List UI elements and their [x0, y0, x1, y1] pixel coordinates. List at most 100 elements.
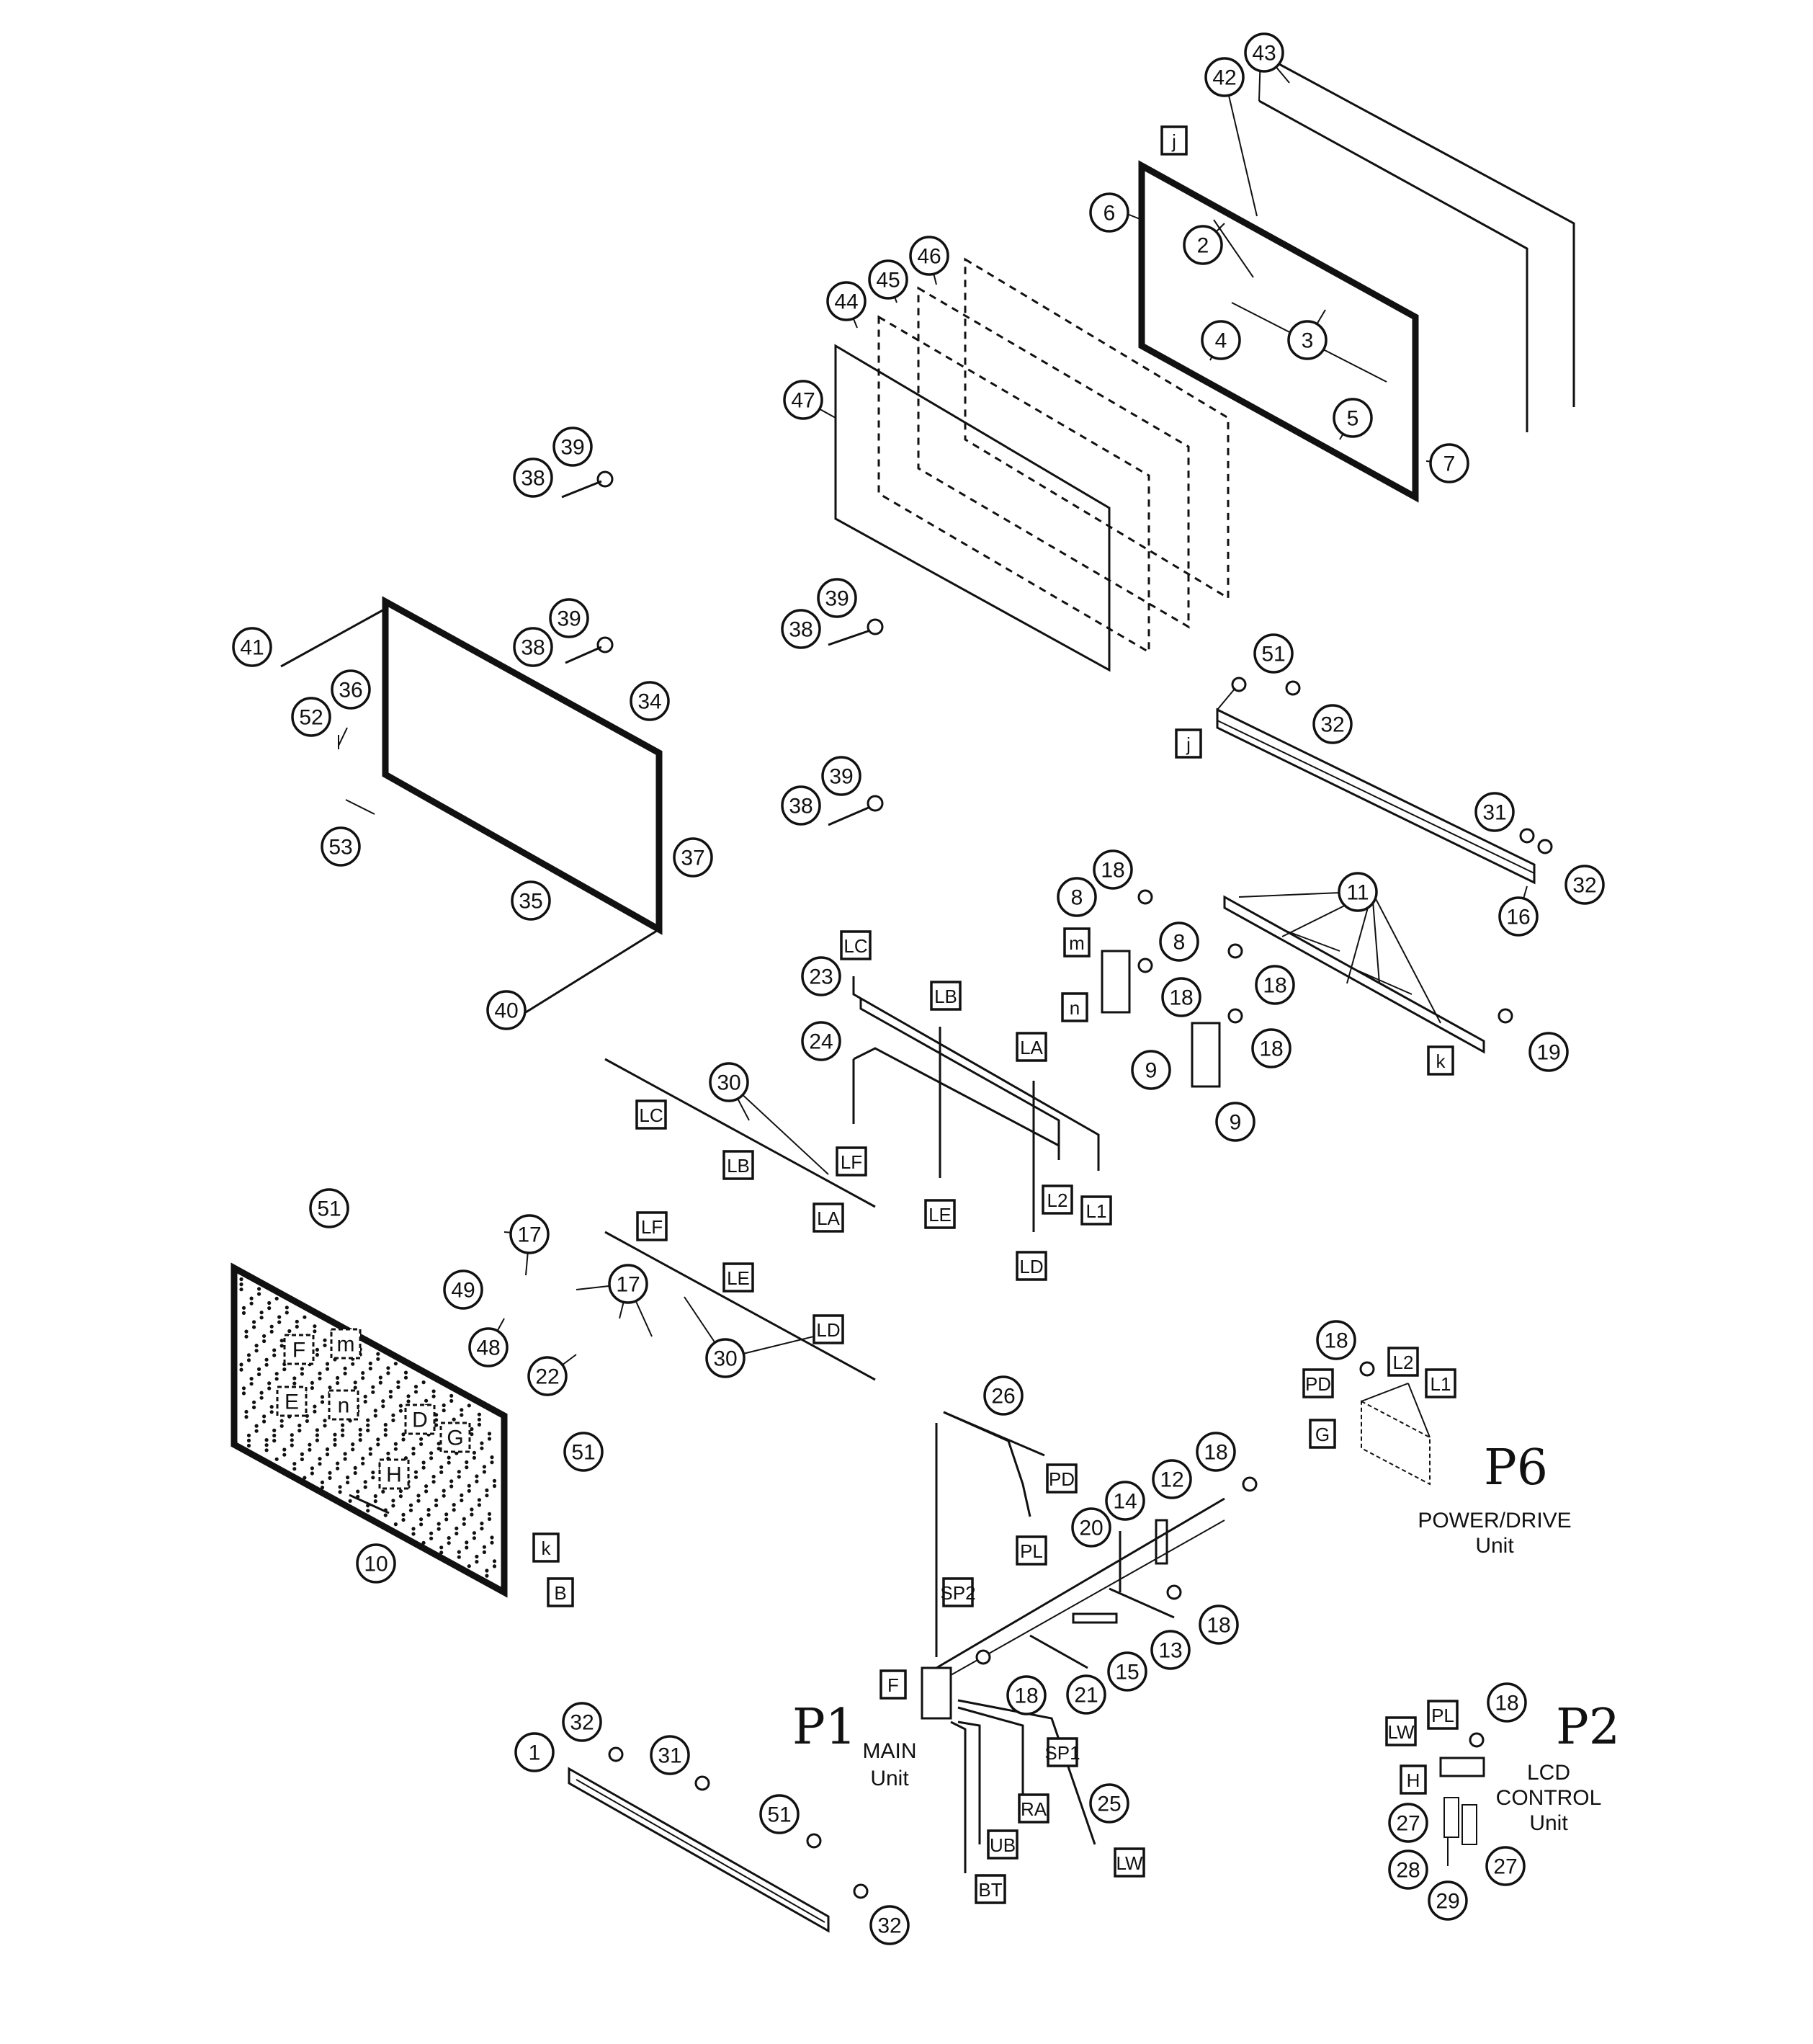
chassis-dot [376, 1442, 380, 1447]
connector-tag-LA: LA [1016, 1032, 1047, 1062]
connector-tag-PD: PD [1046, 1463, 1078, 1494]
chassis-dot [447, 1541, 451, 1545]
chassis-dot [408, 1508, 413, 1512]
part-callout-9: 9 [1131, 1050, 1171, 1090]
board-location-text: F [292, 1339, 305, 1362]
unit-p1-line1: MAIN [863, 1739, 917, 1763]
chassis-dot [353, 1380, 357, 1385]
part-callout-13: 13 [1150, 1630, 1191, 1670]
connector-tag-L1: L1 [1080, 1195, 1112, 1226]
chassis-dot [366, 1428, 370, 1432]
chassis-dot [393, 1442, 398, 1446]
chassis-dot [254, 1429, 259, 1433]
chassis-dot [376, 1437, 380, 1442]
chassis-dot [328, 1385, 332, 1390]
connector-tag-text: k [542, 1538, 552, 1559]
chassis-dot [346, 1476, 350, 1480]
part-callout-18: 18 [1251, 1028, 1292, 1068]
chassis-dot [318, 1376, 322, 1380]
chassis-dot [305, 1414, 309, 1418]
chassis-dot [492, 1559, 497, 1563]
connector-tag-LF: LF [636, 1211, 668, 1241]
connector-tag-PL: PL [1427, 1700, 1459, 1730]
part-callout-number: 7 [1443, 452, 1456, 476]
chassis-dot [353, 1470, 357, 1476]
part-callout-number: 46 [917, 245, 941, 269]
part-callout-18: 18 [1006, 1675, 1047, 1715]
chassis-dot [267, 1306, 272, 1311]
chassis-dot [452, 1503, 456, 1507]
chassis-dot [416, 1499, 421, 1503]
chassis-dot [386, 1371, 390, 1375]
chassis-dot [396, 1380, 400, 1384]
chassis-dot [419, 1442, 424, 1446]
chassis-dot [303, 1476, 307, 1480]
chassis-dot [264, 1443, 269, 1447]
chassis-dot [475, 1479, 479, 1483]
part-callout-16: 16 [1498, 896, 1539, 937]
chassis-dot [477, 1412, 482, 1416]
chassis-dot [398, 1403, 403, 1408]
chassis-dot [413, 1470, 418, 1474]
part-callout-38: 38 [781, 785, 821, 826]
chassis-dot [361, 1376, 365, 1380]
part-callout-24: 24 [801, 1021, 841, 1061]
chassis-dot [401, 1432, 406, 1437]
part-callout-32: 32 [1312, 704, 1353, 744]
part-callout-number: 9 [1230, 1111, 1242, 1135]
part-callout-17: 17 [608, 1264, 648, 1304]
part-callout-18: 18 [1161, 977, 1201, 1017]
chassis-dot [264, 1362, 269, 1367]
chassis-dot [239, 1287, 243, 1292]
chassis-dot [457, 1470, 461, 1474]
chassis-dot [277, 1320, 282, 1324]
chassis-dot [366, 1423, 370, 1427]
chassis-dot [338, 1490, 342, 1494]
chassis-dot [325, 1362, 330, 1366]
chassis-dot [323, 1338, 327, 1342]
chassis-dot [368, 1366, 372, 1371]
chassis-dot [388, 1389, 393, 1394]
chassis-dot [320, 1400, 325, 1404]
unit-p1-code: P1 [792, 1699, 856, 1756]
chassis-dot [264, 1438, 269, 1442]
chassis-dot [424, 1484, 429, 1489]
chassis-dot [431, 1474, 436, 1479]
part-callout-number: 4 [1215, 329, 1227, 353]
chassis-dot [447, 1460, 451, 1465]
connector-tag-text: LD [816, 1319, 840, 1341]
chassis-dot [391, 1413, 395, 1417]
chassis-dot [490, 1535, 494, 1540]
connector-tag-LE: LE [722, 1262, 754, 1293]
connector-tag-text: LF [641, 1216, 663, 1238]
chassis-dot [449, 1393, 454, 1398]
unit-p2-code: P2 [1556, 1699, 1620, 1756]
chassis-dot [378, 1375, 382, 1380]
part-callout-35: 35 [511, 880, 551, 921]
chassis-dot [269, 1410, 274, 1414]
chassis-dot [393, 1362, 398, 1366]
chassis-dot [351, 1447, 355, 1452]
chassis-dot [241, 1311, 246, 1315]
chassis-dot [378, 1380, 382, 1385]
chassis-dot [465, 1540, 469, 1545]
connector-tag-text: UB [990, 1834, 1016, 1856]
part-callout-number: 32 [1572, 874, 1596, 898]
board-location-text: D [412, 1409, 428, 1432]
part-callout-number: 39 [829, 765, 853, 789]
optical-sheets [834, 257, 1230, 672]
chassis-dot [292, 1462, 297, 1466]
chassis-dot [259, 1316, 264, 1320]
chassis-dot [460, 1493, 464, 1497]
part-callout-number: 29 [1436, 1890, 1459, 1914]
connector-tag-BT: BT [975, 1874, 1006, 1904]
connector-tag-text: k [1436, 1050, 1446, 1072]
chassis-dot [487, 1517, 492, 1521]
chassis-dot [252, 1325, 256, 1329]
chassis-dot [424, 1489, 429, 1494]
chassis-dot [290, 1443, 294, 1447]
chassis-dot [434, 1423, 439, 1427]
part-callout-10: 10 [356, 1543, 396, 1584]
part-callout-4: 4 [1201, 320, 1241, 360]
part-callout-number: 16 [1506, 906, 1530, 929]
